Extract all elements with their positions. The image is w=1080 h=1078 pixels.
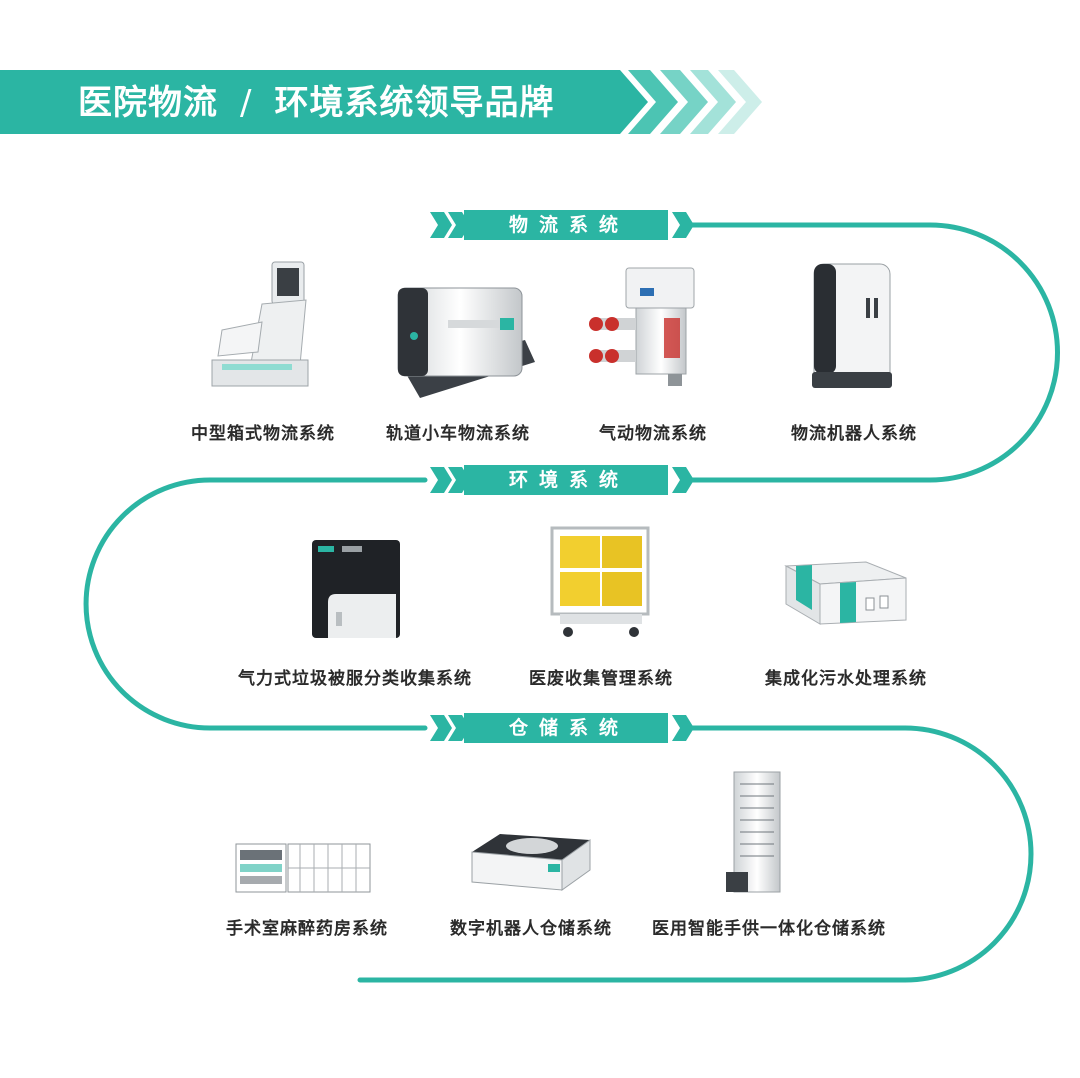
pneumatic-station-icon [589, 267, 695, 386]
waste-inlet-icon [312, 540, 400, 638]
title-right: 环境系统领导品牌 [274, 83, 555, 123]
header-banner [0, 70, 762, 134]
product-caption-logistics-robot: 物流机器人系统 [791, 424, 917, 444]
product-caption-sewage-treatment: 集成化污水处理系统 [765, 669, 927, 689]
product-caption-anesthesia-pharmacy: 手术室麻醉药房系统 [226, 919, 388, 939]
product-caption-pneumatic-logistics: 气动物流系统 [599, 424, 707, 444]
product-caption-integrated-storage: 医用智能手供一体化仓储系统 [652, 919, 886, 939]
page-title: 医院物流 / 环境系统领导品牌 [78, 78, 554, 128]
title-separator: / [240, 83, 253, 123]
section-label-logistics: 物流系统 [508, 214, 629, 236]
section-label-storage: 仓储系统 [508, 717, 629, 739]
vertical-storage-tower-icon [726, 771, 781, 893]
title-left: 医院物流 [78, 83, 218, 123]
section-plates [430, 210, 694, 743]
product-caption-medical-waste-management: 医废收集管理系统 [529, 669, 673, 689]
sewage-unit-icon [784, 561, 907, 625]
product-caption-digital-robot-warehouse: 数字机器人仓储系统 [450, 919, 612, 939]
section-label-environment: 环境系统 [508, 469, 629, 491]
logistics-robot-icon [812, 263, 892, 388]
robot-warehouse-icon [471, 834, 591, 891]
product-caption-medium-box-logistics: 中型箱式物流系统 [191, 424, 335, 444]
serpentine-path [37, 222, 1060, 983]
kiosk-station-icon [211, 261, 309, 387]
product-caption-waste-linen-collection: 气力式垃圾被服分类收集系统 [238, 669, 472, 689]
rail-cart-icon [397, 287, 535, 398]
pharmacy-cabinet-icon [235, 843, 371, 893]
medical-waste-cart-icon [550, 526, 650, 637]
product-caption-rail-cart-logistics: 轨道小车物流系统 [386, 424, 530, 444]
